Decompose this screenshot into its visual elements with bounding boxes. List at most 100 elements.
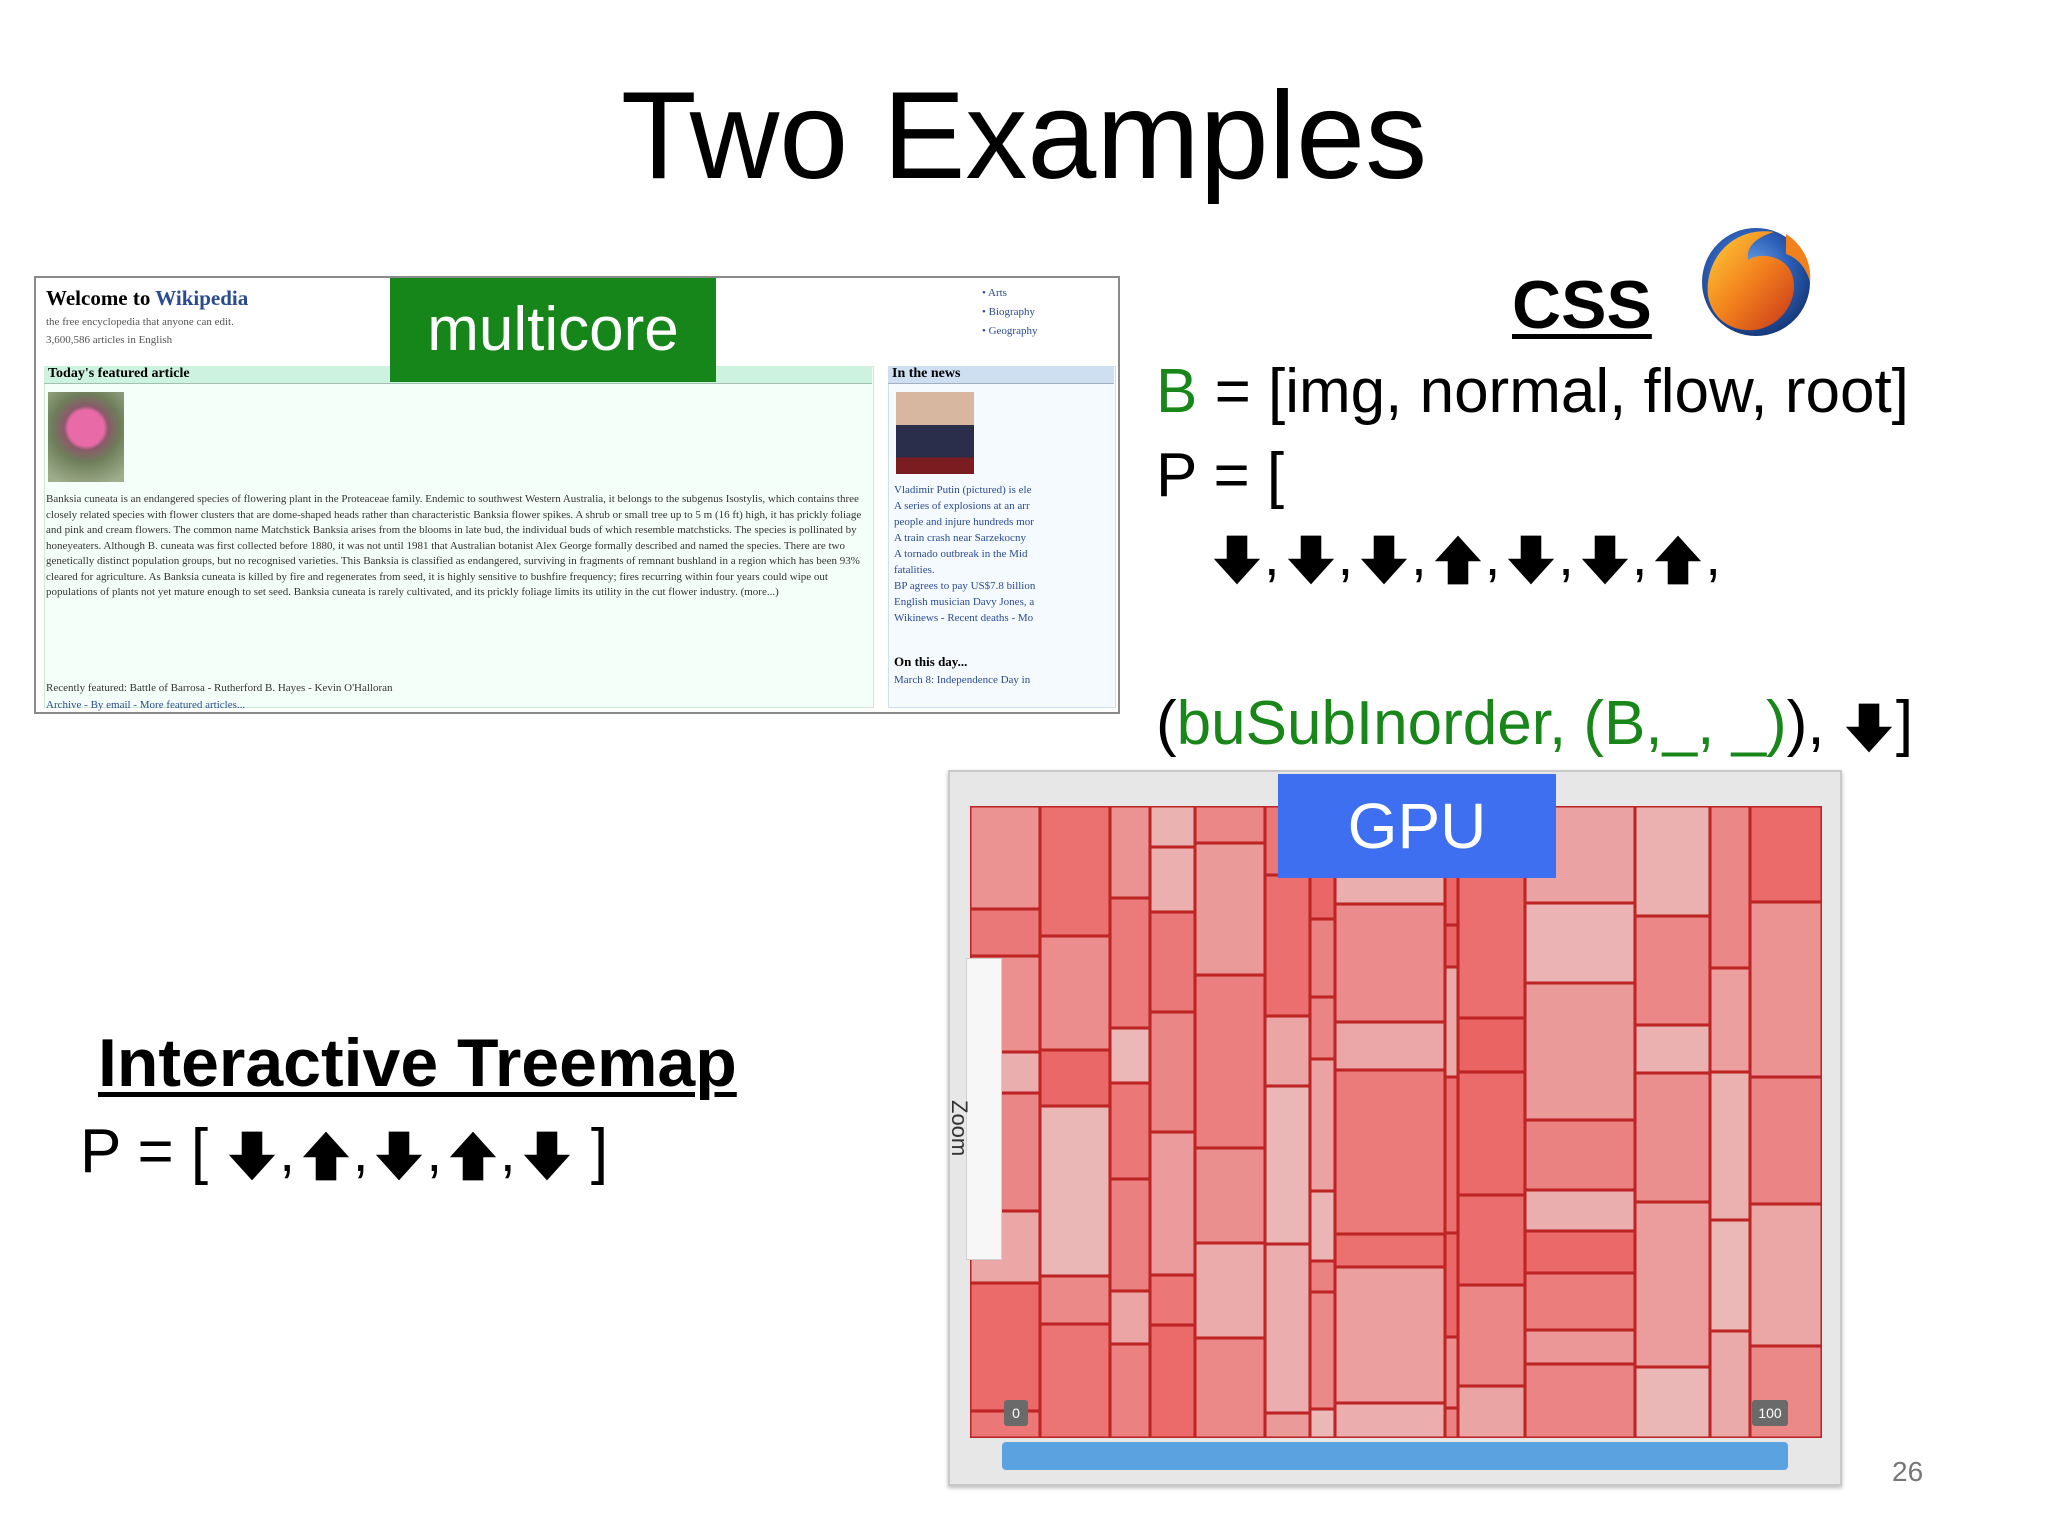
treemap-cell[interactable] bbox=[1750, 902, 1822, 1077]
treemap-cell[interactable] bbox=[1635, 1202, 1710, 1367]
treemap-cell[interactable] bbox=[1195, 1243, 1265, 1338]
archive-links: Archive - By email - More featured artic… bbox=[46, 699, 246, 711]
treemap-cell[interactable] bbox=[1150, 1325, 1195, 1438]
treemap-cell[interactable] bbox=[1525, 903, 1635, 983]
treemap-cell[interactable] bbox=[1335, 1267, 1445, 1403]
treemap-cell[interactable] bbox=[1710, 1331, 1750, 1438]
treemap-cell[interactable] bbox=[1265, 1016, 1310, 1086]
treemap-cell[interactable] bbox=[1040, 1324, 1110, 1438]
treemap-cell[interactable] bbox=[1265, 875, 1310, 1016]
treemap-cell[interactable] bbox=[1265, 1086, 1310, 1244]
featured-article-text: Banksia cuneata is an endangered species… bbox=[46, 493, 862, 598]
treemap-cell[interactable] bbox=[1110, 898, 1150, 1028]
treemap-cell[interactable] bbox=[1445, 1077, 1458, 1233]
treemap-cell[interactable] bbox=[1458, 870, 1525, 1018]
treemap-cell[interactable] bbox=[1335, 1070, 1445, 1234]
treemap-cell[interactable] bbox=[1335, 1403, 1445, 1438]
treemap-cell[interactable] bbox=[1195, 843, 1265, 975]
treemap-cell[interactable] bbox=[1310, 1409, 1335, 1438]
treemap-cell[interactable] bbox=[1040, 936, 1110, 1050]
treemap-cell[interactable] bbox=[970, 1283, 1040, 1411]
treemap-canvas[interactable] bbox=[970, 806, 1822, 1438]
p-open-line: P = [ bbox=[1156, 441, 1285, 510]
treemap-cell[interactable] bbox=[1458, 1386, 1525, 1438]
treemap-cell[interactable] bbox=[1750, 806, 1822, 902]
treemap-cell[interactable] bbox=[1195, 1148, 1265, 1243]
treemap-cell[interactable] bbox=[1310, 1059, 1335, 1191]
range-scrollbar[interactable] bbox=[1002, 1442, 1788, 1470]
treemap-cell[interactable] bbox=[1150, 1275, 1195, 1325]
treemap-cell[interactable] bbox=[1310, 1292, 1335, 1409]
treemap-cell[interactable] bbox=[1635, 1073, 1710, 1202]
treemap-cell[interactable] bbox=[970, 806, 1040, 909]
treemap-cell[interactable] bbox=[1150, 1132, 1195, 1275]
treemap-cell[interactable] bbox=[1525, 983, 1635, 1120]
treemap-cell[interactable] bbox=[1110, 1028, 1150, 1083]
treemap-cell[interactable] bbox=[1445, 1408, 1458, 1438]
treemap-cell[interactable] bbox=[1635, 916, 1710, 1025]
treemap-cell[interactable] bbox=[1110, 1291, 1150, 1344]
treemap-cell[interactable] bbox=[1040, 806, 1110, 936]
slide-title: Two Examples bbox=[620, 67, 1428, 205]
treemap-cell[interactable] bbox=[1310, 997, 1335, 1059]
arrow-up-icon bbox=[1651, 521, 1705, 590]
treemap-cell[interactable] bbox=[1150, 912, 1195, 1012]
treemap-cell[interactable] bbox=[1335, 1022, 1445, 1070]
treemap-cell[interactable] bbox=[1150, 847, 1195, 912]
news-list: Vladimir Putin (pictured) is ele A serie… bbox=[894, 482, 1114, 626]
treemap-cell[interactable] bbox=[1150, 1012, 1195, 1132]
page-number: 26 bbox=[1892, 1456, 1924, 1487]
zoom-slider[interactable] bbox=[966, 958, 1002, 1260]
treemap-cell[interactable] bbox=[1710, 806, 1750, 968]
treemap-cell[interactable] bbox=[1310, 919, 1335, 997]
comma: , bbox=[1411, 524, 1427, 587]
treemap-cell[interactable] bbox=[1040, 1106, 1110, 1276]
arrow-down-icon bbox=[520, 1117, 574, 1186]
treemap-cell[interactable] bbox=[1110, 1179, 1150, 1291]
treemap-cell[interactable] bbox=[1458, 1018, 1525, 1072]
treemap-cell[interactable] bbox=[1458, 1195, 1525, 1285]
treemap-cell[interactable] bbox=[1525, 1330, 1635, 1364]
treemap-cell[interactable] bbox=[1445, 967, 1458, 1077]
range-max-handle[interactable]: 100 bbox=[1752, 1400, 1788, 1426]
treemap-cell[interactable] bbox=[1525, 1273, 1635, 1330]
treemap-cell[interactable] bbox=[1040, 1276, 1110, 1324]
treemap-cell[interactable] bbox=[1710, 1220, 1750, 1331]
treemap-cell[interactable] bbox=[1525, 1190, 1635, 1231]
treemap-cell[interactable] bbox=[1195, 806, 1265, 843]
treemap-cell[interactable] bbox=[1750, 1077, 1822, 1204]
treemap-cell[interactable] bbox=[1040, 1050, 1110, 1106]
treemap-cell[interactable] bbox=[1525, 1120, 1635, 1190]
treemap-cell[interactable] bbox=[1710, 1072, 1750, 1220]
treemap-cell[interactable] bbox=[1265, 1244, 1310, 1413]
treemap-cell[interactable] bbox=[1110, 1083, 1150, 1179]
treemap-cell[interactable] bbox=[1195, 1338, 1265, 1438]
treemap-cell[interactable] bbox=[1635, 1025, 1710, 1073]
treemap-cell[interactable] bbox=[1110, 1344, 1150, 1438]
treemap-cell[interactable] bbox=[1710, 968, 1750, 1072]
treemap-cell[interactable] bbox=[1150, 806, 1195, 847]
treemap-cell[interactable] bbox=[1458, 1072, 1525, 1195]
treemap-cell[interactable] bbox=[1445, 1337, 1458, 1408]
range-min-handle[interactable]: 0 bbox=[1004, 1400, 1028, 1426]
treemap-cell[interactable] bbox=[1635, 806, 1710, 916]
treemap-cell[interactable] bbox=[1310, 1261, 1335, 1292]
treemap-cell[interactable] bbox=[1110, 806, 1150, 898]
treemap-cell[interactable] bbox=[1445, 925, 1458, 967]
treemap-cell[interactable] bbox=[1525, 1231, 1635, 1273]
treemap-cell[interactable] bbox=[1525, 1364, 1635, 1438]
treemap-cell[interactable] bbox=[1635, 1367, 1710, 1438]
treemap-cell[interactable] bbox=[970, 909, 1040, 956]
treemap-cell[interactable] bbox=[1335, 904, 1445, 1022]
treemap-cell[interactable] bbox=[1310, 1191, 1335, 1261]
treemap-cell[interactable] bbox=[1458, 1285, 1525, 1386]
treemap-cell[interactable] bbox=[1195, 975, 1265, 1148]
article-count: 3,600,586 articles in English bbox=[46, 334, 173, 346]
b-variable: B bbox=[1156, 357, 1198, 426]
treemap-cell[interactable] bbox=[1445, 870, 1458, 925]
recently-featured: Recently featured: Battle of Barrosa - R… bbox=[46, 682, 393, 694]
treemap-cell[interactable] bbox=[1335, 1234, 1445, 1267]
treemap-cell[interactable] bbox=[1265, 1413, 1310, 1438]
treemap-cell[interactable] bbox=[1750, 1204, 1822, 1346]
treemap-cell[interactable] bbox=[1445, 1233, 1458, 1337]
